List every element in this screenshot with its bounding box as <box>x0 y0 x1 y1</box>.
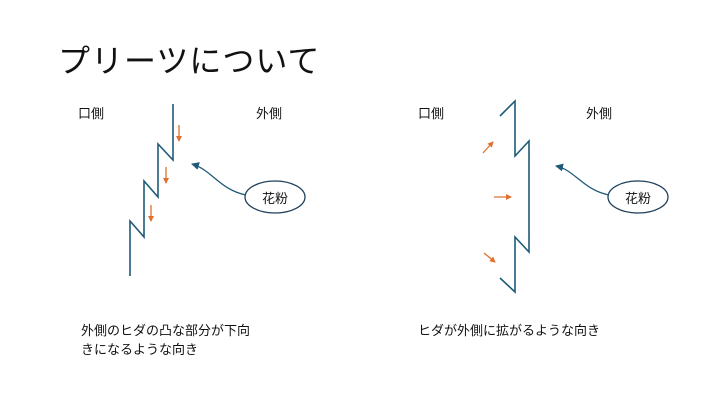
left-caption-line-1: 外側のヒダの凸な部分が下向 <box>81 324 251 339</box>
right-airflow-arrow-3 <box>483 252 496 263</box>
right-pollen-oval <box>607 180 669 214</box>
right-pleat-line <box>499 99 530 294</box>
left-pleat-line <box>129 104 174 276</box>
left-inside-label: 口側 <box>78 107 105 122</box>
right-pollen-label: 花粉 <box>624 192 651 207</box>
left-outside-label: 外側 <box>256 107 283 122</box>
right-airflow-arrow-1 <box>482 141 494 154</box>
left-caption-line-2: きになるような向き <box>81 343 199 358</box>
left-pollen-label: 花粉 <box>261 192 288 207</box>
page-title: プリーツについて <box>58 42 321 80</box>
left-caption: 外側のヒダの凸な部分が下向 きになるような向き <box>81 322 250 360</box>
right-outside-label: 外側 <box>586 107 613 122</box>
right-pollen-arrow <box>555 163 610 196</box>
left-pollen-oval <box>244 180 306 214</box>
right-inside-label: 口側 <box>418 107 445 122</box>
left-pollen-arrow <box>191 162 247 196</box>
right-caption: ヒダが外側に拡がるような向き <box>418 324 601 339</box>
